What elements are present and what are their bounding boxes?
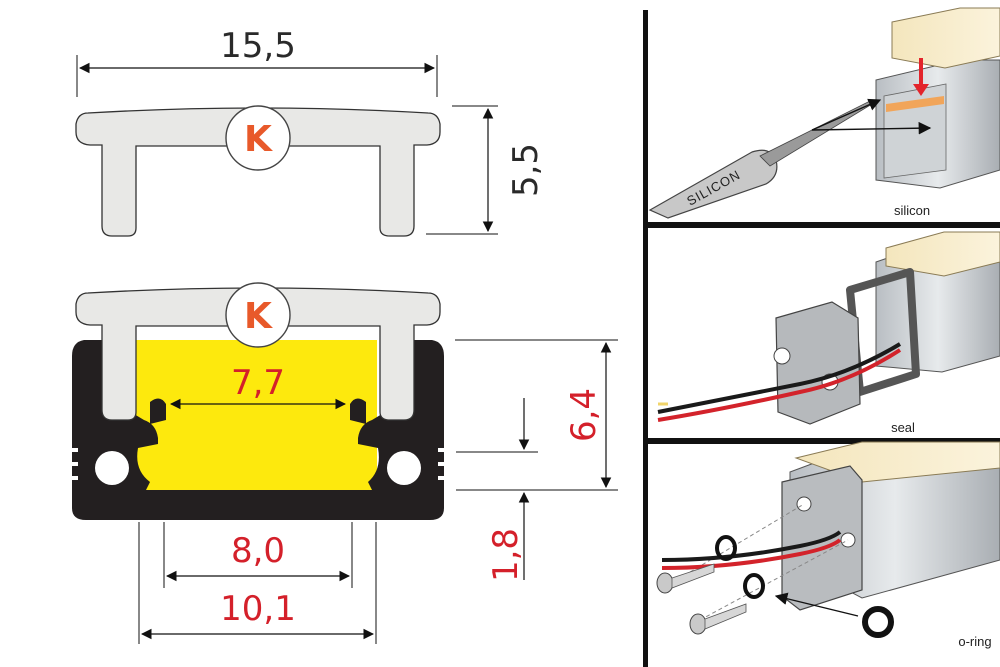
cross-section-drawing: 15,5 K 5,5: [72, 26, 618, 644]
step-divider-1: [648, 222, 1000, 228]
step-o-ring: o-ring: [656, 441, 1000, 649]
profile-height-dimension: 6,4: [455, 339, 618, 491]
bottom-outer-width-label: 10,1: [220, 589, 296, 629]
led-strip-area: [135, 340, 377, 490]
step-divider-2: [648, 438, 1000, 444]
profile-cover: K: [75, 282, 441, 421]
step-silicon-label: silicon: [894, 203, 930, 218]
step-seal-label: seal: [891, 420, 915, 435]
step-seal: seal: [657, 231, 1000, 435]
cover-height-label: 5,5: [506, 143, 546, 197]
left-clip: [150, 398, 166, 424]
profile-grooves: [72, 448, 444, 485]
screw-top: [656, 563, 715, 594]
screw-bottom: [689, 603, 747, 635]
base-height-label: 1,8: [486, 528, 526, 582]
profile-height-label: 6,4: [564, 388, 604, 442]
cover-width-dimension: 15,5: [76, 26, 438, 97]
cover-badge-letter: K: [244, 119, 273, 160]
base-height-dimension: 1,8: [456, 398, 538, 582]
cover-height-dimension: 5,5: [426, 105, 546, 235]
step-o-ring-label: o-ring: [958, 634, 991, 649]
bottom-inner-width-label: 8,0: [231, 531, 285, 571]
bottom-inner-width-dimension: 8,0: [163, 522, 353, 588]
right-clip: [350, 398, 366, 424]
o-ring-detail: [862, 606, 894, 638]
profile-badge: [225, 282, 291, 348]
bottom-outer-width-dimension: 10,1: [138, 522, 377, 644]
led-strip-floor: [146, 482, 372, 490]
cover-badge: [225, 105, 291, 171]
profile-badge-letter: K: [244, 296, 273, 337]
cover-width-label: 15,5: [220, 26, 296, 66]
cover-diffuser: K: [75, 105, 441, 237]
vertical-divider: [643, 10, 648, 667]
inner-width-label: 7,7: [231, 363, 285, 403]
step-silicon: SILICON silicon: [648, 7, 1000, 219]
